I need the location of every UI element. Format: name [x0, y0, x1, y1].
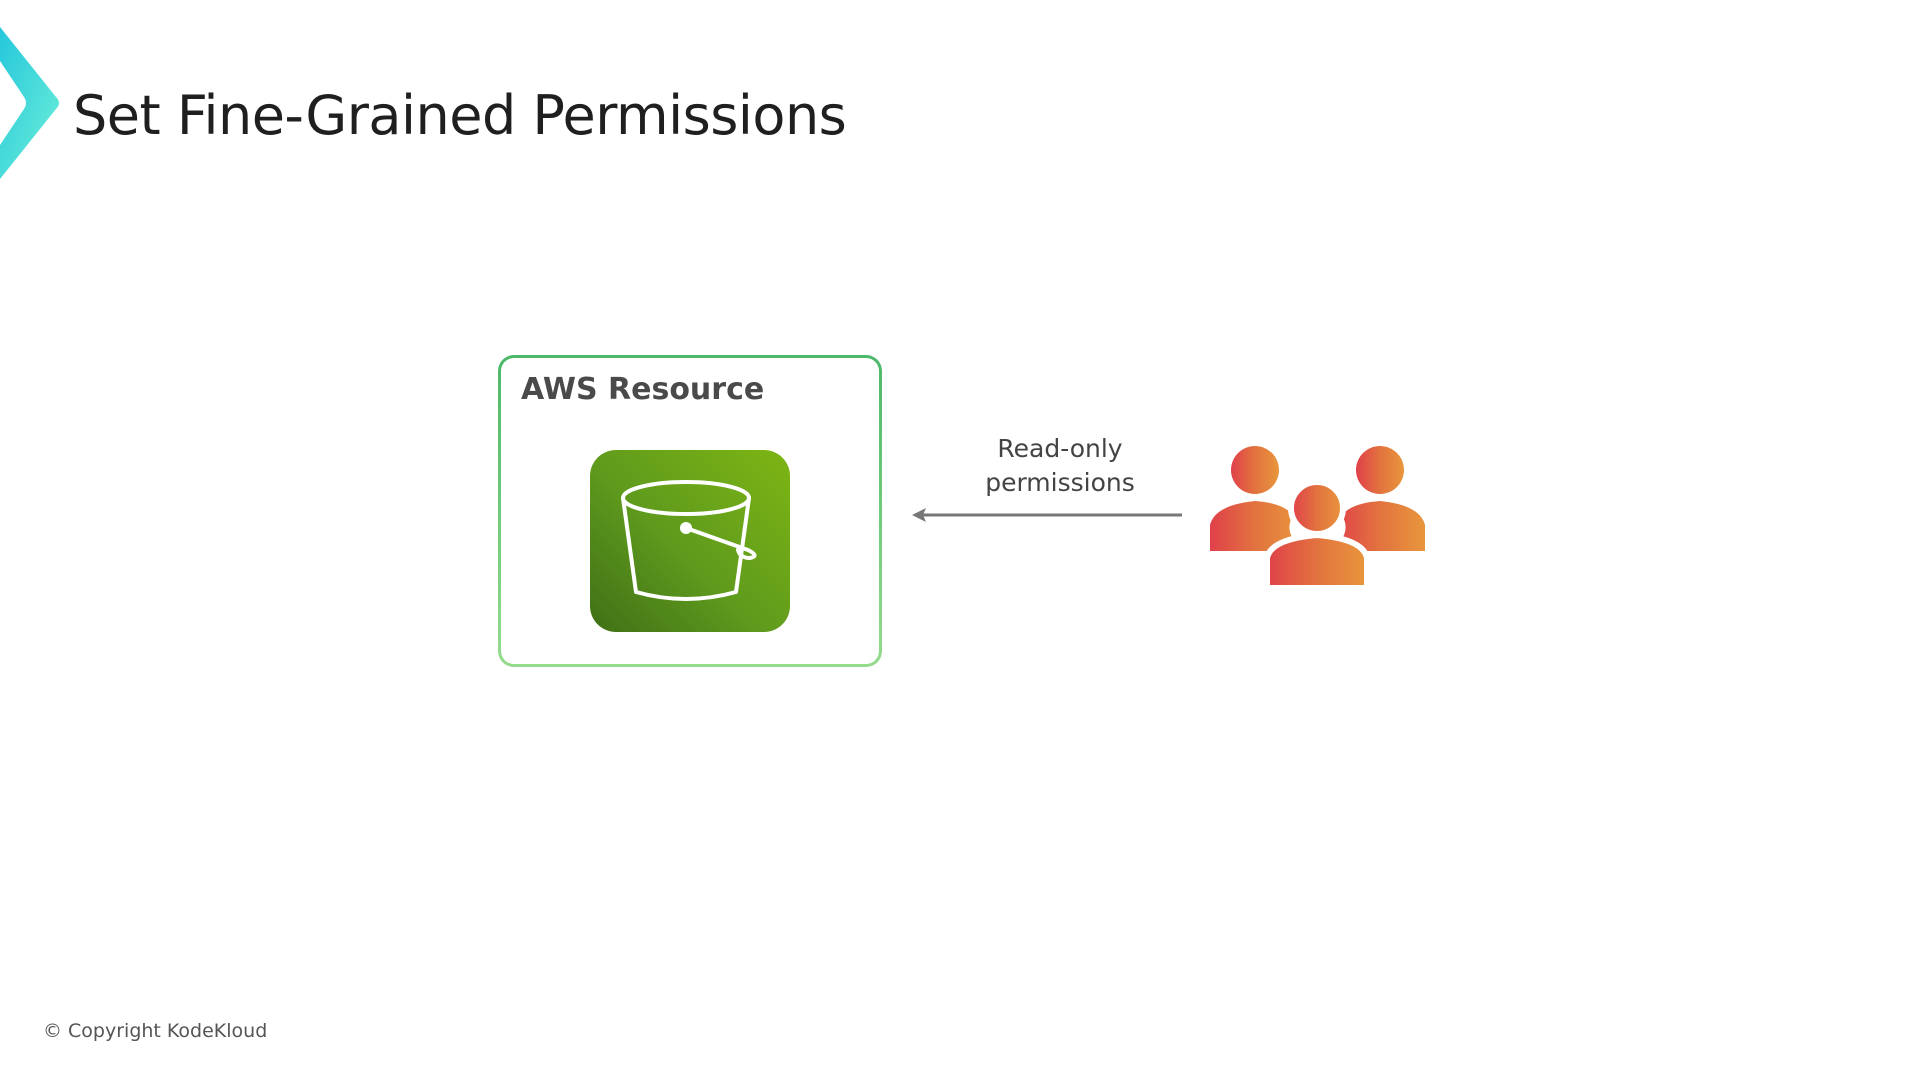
- aws-resource-box: AWS Resource: [498, 355, 882, 667]
- copyright-footer: © Copyright KodeKloud: [43, 1020, 268, 1042]
- aws-resource-label: AWS Resource: [521, 372, 765, 407]
- slide-accent-chevron: [0, 27, 59, 179]
- user-left: [1210, 446, 1301, 551]
- user-center: [1264, 479, 1370, 588]
- user-group-icon: [1210, 446, 1425, 588]
- s3-bucket-icon: [590, 450, 790, 632]
- slide-title: Set Fine-Grained Permissions: [73, 84, 847, 147]
- permission-label-line2: permissions: [985, 468, 1135, 497]
- permission-label-line1: Read-only: [997, 434, 1123, 463]
- arrow-left-icon: [912, 508, 1182, 522]
- permission-label: Read-only permissions: [960, 432, 1160, 500]
- user-right: [1334, 446, 1425, 551]
